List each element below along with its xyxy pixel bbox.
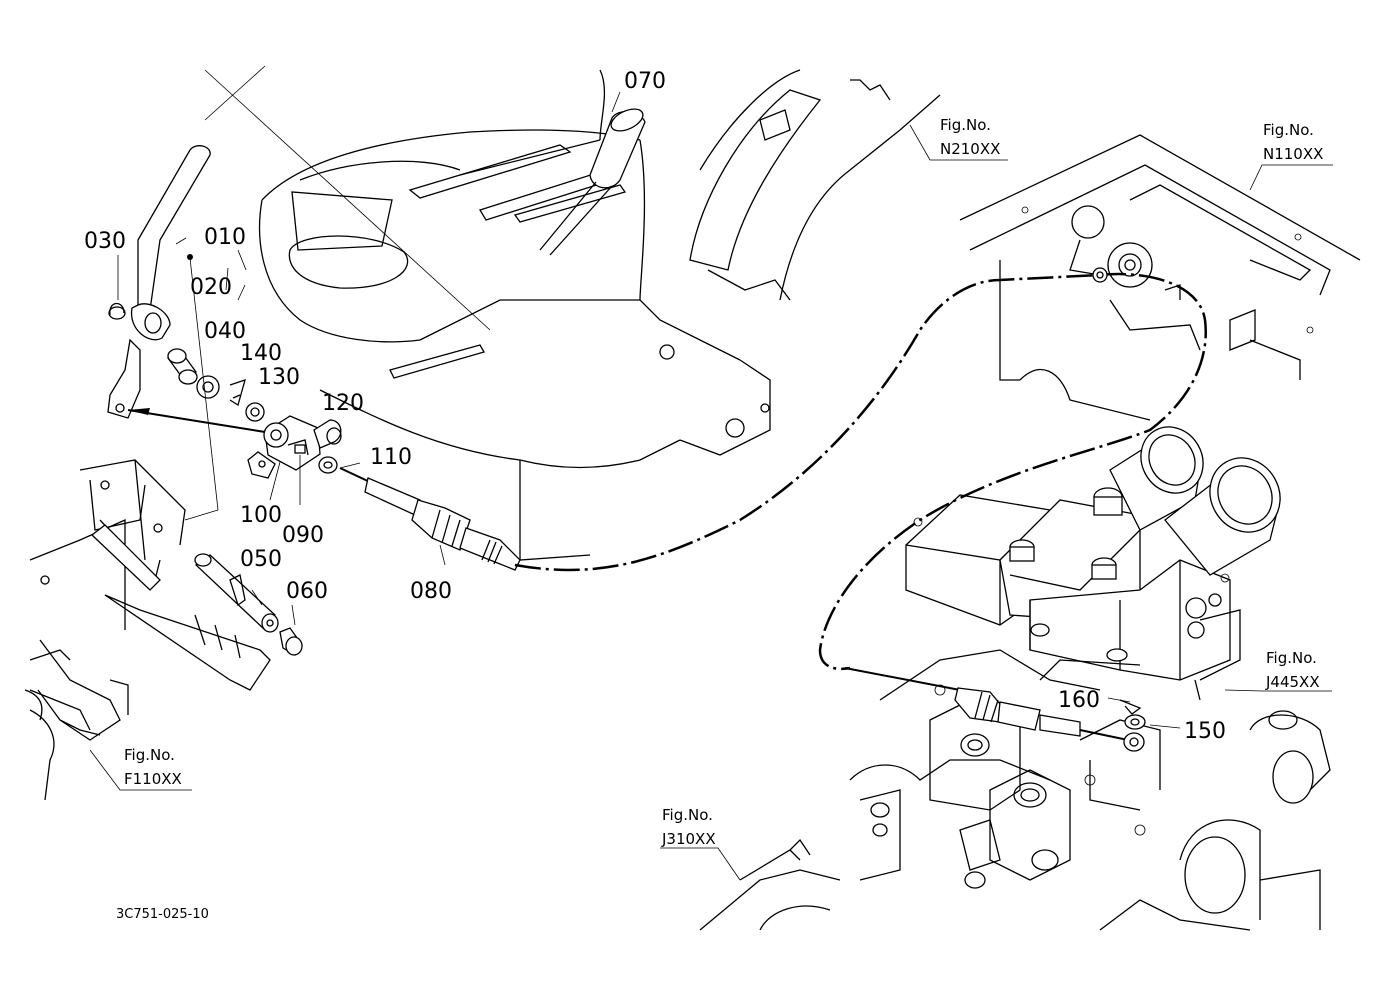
figure-refs: Fig.No. N210XX Fig.No. N110XX Fig.No. J4…	[124, 116, 1323, 848]
label-160: 160	[1058, 688, 1100, 713]
control-valve-assembly	[905, 426, 1281, 701]
label-060: 060	[286, 579, 328, 604]
fender-frame-n210	[689, 69, 941, 301]
fig-ref-n110-code: N110XX	[1263, 145, 1323, 163]
pin-050-bolt-060	[194, 553, 303, 656]
fig-ref-j445-code: J445XX	[1265, 673, 1320, 691]
cable-080	[127, 267, 1207, 671]
label-100: 100	[240, 503, 282, 528]
clevis-assembly	[247, 415, 342, 479]
pedal-bracket-area	[24, 459, 271, 801]
label-130: 130	[258, 365, 300, 390]
label-120: 120	[322, 391, 364, 416]
fig-ref-j310-title: Fig.No.	[662, 806, 713, 824]
fig-ref-n210-title: Fig.No.	[940, 116, 991, 134]
fig-ref-j445-title: Fig.No.	[1266, 649, 1317, 667]
frame-n110	[959, 134, 1361, 421]
cable-lower-end	[844, 667, 1146, 752]
label-070: 070	[624, 69, 666, 94]
label-150: 150	[1184, 719, 1226, 744]
fig-ref-n210-code: N210XX	[940, 140, 1000, 158]
leader-lines	[89, 91, 1333, 881]
lever-knob-070	[539, 108, 646, 256]
transmission-housing	[699, 649, 1331, 931]
label-020: 020	[190, 275, 232, 300]
fig-ref-f110-code: F110XX	[124, 770, 182, 788]
part-labels: 070 010 030 020 040 140 130 120 110 100 …	[84, 69, 1226, 744]
label-010: 010	[204, 225, 246, 250]
fig-ref-j310-code: J310XX	[661, 830, 716, 848]
lever-010	[107, 145, 211, 419]
fig-ref-n110-title: Fig.No.	[1263, 121, 1314, 139]
fender-seat-outline	[204, 65, 771, 561]
label-090: 090	[282, 523, 324, 548]
label-110: 110	[370, 445, 412, 470]
fig-ref-f110-title: Fig.No.	[124, 746, 175, 764]
label-140: 140	[240, 341, 282, 366]
label-040: 040	[204, 319, 246, 344]
label-050: 050	[240, 547, 282, 572]
drawing-code: 3C751-025-10	[116, 907, 209, 922]
label-030: 030	[84, 229, 126, 254]
small-parts-left	[108, 302, 265, 422]
label-080: 080	[410, 579, 452, 604]
